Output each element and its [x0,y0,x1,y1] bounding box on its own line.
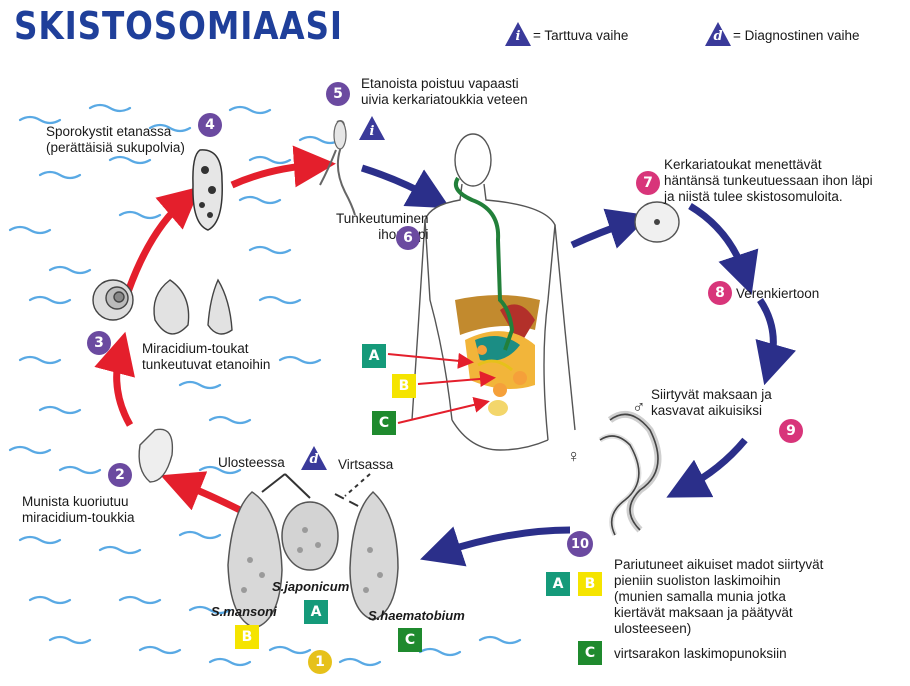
page-title: SKISTOSOMIAASI [14,4,343,48]
species-mansoni-badge: B [235,625,259,649]
egg-japonicum [281,501,339,571]
egg-connectors [261,473,371,509]
stage-7-badge: 7 [636,171,660,195]
stage-4-text: Sporokystit etanassa(perättäisiä sukupol… [46,124,185,155]
stage-6-badge: 6 [396,226,420,250]
red-cycle-arrows [94,145,336,514]
stage-10-badge-a: A [546,572,570,596]
diagnostic-triangle-shape [301,446,327,470]
species-japonicum-badge: A [304,600,328,624]
eggs [227,490,399,629]
abdominal-organs [455,295,540,416]
male-symbol: ♂ [632,397,646,417]
species-haematobium-badge: C [398,628,422,652]
stage-9-badge: 9 [779,419,803,443]
legend-diagnostic-label: = Diagnostinen vaihe [733,28,860,43]
water-waves [8,103,522,667]
stage-10-badge-c: C [578,641,602,665]
body-badge-c: C [372,411,396,435]
adult-worms [598,410,662,537]
egg-haematobium [349,490,399,621]
stage-4-badge: 4 [198,113,222,137]
stage-10-c-text: virtsarakon laskimopunoksiin [614,646,787,661]
legend-infective-icon: i [505,22,531,46]
urine-label: Virtsassa [338,457,394,472]
stage-2-badge: 2 [108,463,132,487]
miracidium [138,428,174,483]
stage-10-badge-b: B [578,572,602,596]
navy-cycle-arrows [360,164,796,567]
stage-1-badge: 1 [308,650,332,674]
stage-3-badge: 3 [87,331,111,355]
legend-infective-label: = Tarttuva vaihe [533,28,629,43]
stage-10-badge: 10 [567,531,593,557]
diagnostic-stage-icon: d [309,452,319,467]
body-badge-a: A [362,344,386,368]
stage-8-text: Verenkiertoon [736,286,820,301]
sporocyst [192,149,223,231]
species-haematobium: S.haematobium [368,608,465,623]
stage-5-badge: 5 [326,82,350,106]
human-body-outline [411,133,576,451]
species-mansoni: S.mansoni [211,604,277,619]
stage-8-badge: 8 [708,281,732,305]
legend-diagnostic-icon: d [705,22,731,46]
feces-label: Ulosteessa [218,455,285,470]
infective-triangle-shape [359,116,385,140]
female-symbol: ♀ [567,446,581,466]
snails [92,278,233,335]
body-pointers [387,352,496,424]
infective-stage-icon: i [369,124,375,139]
body-badge-b: B [392,374,416,398]
green-vessel [453,176,515,351]
species-japonicum: S.japonicum [272,579,350,594]
